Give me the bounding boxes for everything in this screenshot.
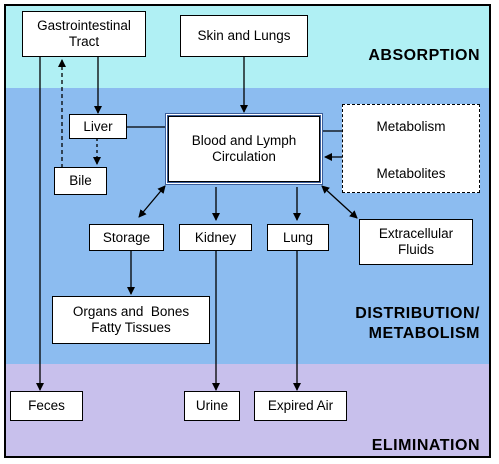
skin-lungs-node: Skin and Lungs xyxy=(180,15,308,57)
blood-line1: Blood and Lymph xyxy=(191,133,297,148)
distribution-label-line1: DISTRIBUTION/ xyxy=(355,305,480,322)
elimination-label: ELIMINATION xyxy=(371,437,480,454)
expired-air-label: Expired Air xyxy=(267,398,334,413)
organs-line1: Organs and Bones xyxy=(72,304,190,319)
extracellular-line2: Fluids xyxy=(397,242,434,257)
absorption-label: ABSORPTION xyxy=(368,47,480,64)
metabolism-group: Metabolism Metabolites xyxy=(342,104,480,193)
organs-bones-node: Organs and Bones Fatty Tissues xyxy=(52,296,210,344)
expired-air-node: Expired Air xyxy=(254,391,347,421)
storage-node: Storage xyxy=(89,224,164,251)
liver-label: Liver xyxy=(83,118,113,134)
bile-node: Bile xyxy=(54,167,107,195)
feces-node: Feces xyxy=(10,391,83,421)
distribution-label: DISTRIBUTION/ METABOLISM xyxy=(290,304,480,344)
organs-line2: Fatty Tissues xyxy=(91,320,171,335)
kidney-label: Kidney xyxy=(194,229,237,245)
urine-node: Urine xyxy=(184,391,240,421)
lung-node: Lung xyxy=(267,224,329,251)
storage-label: Storage xyxy=(102,229,151,245)
gi-tract-line2: Tract xyxy=(68,34,100,49)
kidney-node: Kidney xyxy=(179,224,252,251)
extracellular-node: Extracellular Fluids xyxy=(359,219,473,265)
gi-tract-line1: Gastrointestinal xyxy=(37,18,131,33)
liver-node: Liver xyxy=(69,114,127,139)
metabolism-label: Metabolism xyxy=(376,119,446,134)
gi-tract-node: Gastrointestinal Tract xyxy=(22,11,146,57)
blood-line2: Circulation xyxy=(212,149,276,164)
skin-lungs-label: Skin and Lungs xyxy=(197,28,291,43)
blood-lymph-node: Blood and Lymph Circulation xyxy=(165,113,323,185)
lung-label: Lung xyxy=(282,229,314,245)
urine-label: Urine xyxy=(195,398,229,413)
bile-label: Bile xyxy=(69,173,92,188)
distribution-label-line2: METABOLISM xyxy=(368,325,480,342)
metabolites-label: Metabolites xyxy=(376,166,446,181)
extracellular-line1: Extracellular xyxy=(378,226,454,241)
elimination-zone xyxy=(6,364,489,456)
feces-label: Feces xyxy=(28,398,65,413)
